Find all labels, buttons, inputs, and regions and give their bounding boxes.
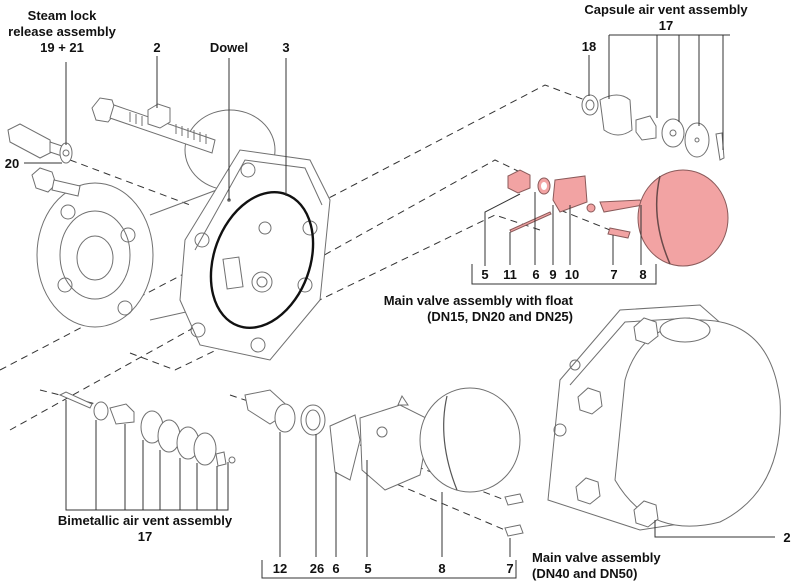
label-washer-18: 18 (582, 39, 596, 54)
long-bolt (91, 97, 216, 154)
pink-main-valve-parts (507, 169, 729, 267)
trap-body-left (36, 109, 331, 361)
label-float-title-1: Main valve assembly with float (384, 293, 574, 308)
label-steam-lock-1: Steam lock (28, 8, 97, 23)
callout-labels: Steam lock release assembly 19 + 21 2 Do… (5, 2, 791, 581)
pink-float-ball (637, 169, 729, 267)
label-float-9: 9 (549, 267, 556, 282)
label-float-10: 10 (565, 267, 579, 282)
label-main-8: 8 (438, 561, 445, 576)
leader-lines (24, 34, 775, 579)
label-bimetal-num: 17 (138, 529, 152, 544)
label-float-title-2: (DN15, DN20 and DN25) (427, 309, 573, 324)
label-capsule-num: 17 (659, 18, 673, 33)
label-float-11: 11 (503, 267, 517, 282)
label-main-26: 26 (310, 561, 324, 576)
label-bimetal-title: Bimetallic air vent assembly (58, 513, 233, 528)
label-screw-20: 20 (5, 156, 19, 171)
label-capsule-title: Capsule air vent assembly (584, 2, 748, 17)
label-steam-lock-2: release assembly (8, 24, 116, 39)
label-main-6: 6 (332, 561, 339, 576)
main-valve-parts (244, 387, 524, 537)
label-main-12: 12 (273, 561, 287, 576)
label-cover-bolt-2: 2 (783, 530, 790, 545)
label-float-8: 8 (639, 267, 646, 282)
label-main-title-2: (DN40 and DN50) (532, 566, 637, 581)
label-float-7: 7 (610, 267, 617, 282)
label-dowel: Dowel (210, 40, 248, 55)
label-main-7: 7 (506, 561, 513, 576)
trap-cover (547, 304, 781, 531)
label-gasket-3: 3 (282, 40, 289, 55)
label-main-title-1: Main valve assembly (532, 550, 661, 565)
steam-lock-release-part (7, 123, 81, 197)
capsule-air-vent-parts (581, 94, 725, 161)
label-float-5: 5 (481, 267, 488, 282)
main-float-ball (419, 387, 521, 493)
bimetallic-air-vent-parts (58, 391, 236, 467)
label-float-6: 6 (532, 267, 539, 282)
label-steam-lock-3: 19 + 21 (40, 40, 84, 55)
label-bolt-2: 2 (153, 40, 160, 55)
label-main-5: 5 (364, 561, 371, 576)
